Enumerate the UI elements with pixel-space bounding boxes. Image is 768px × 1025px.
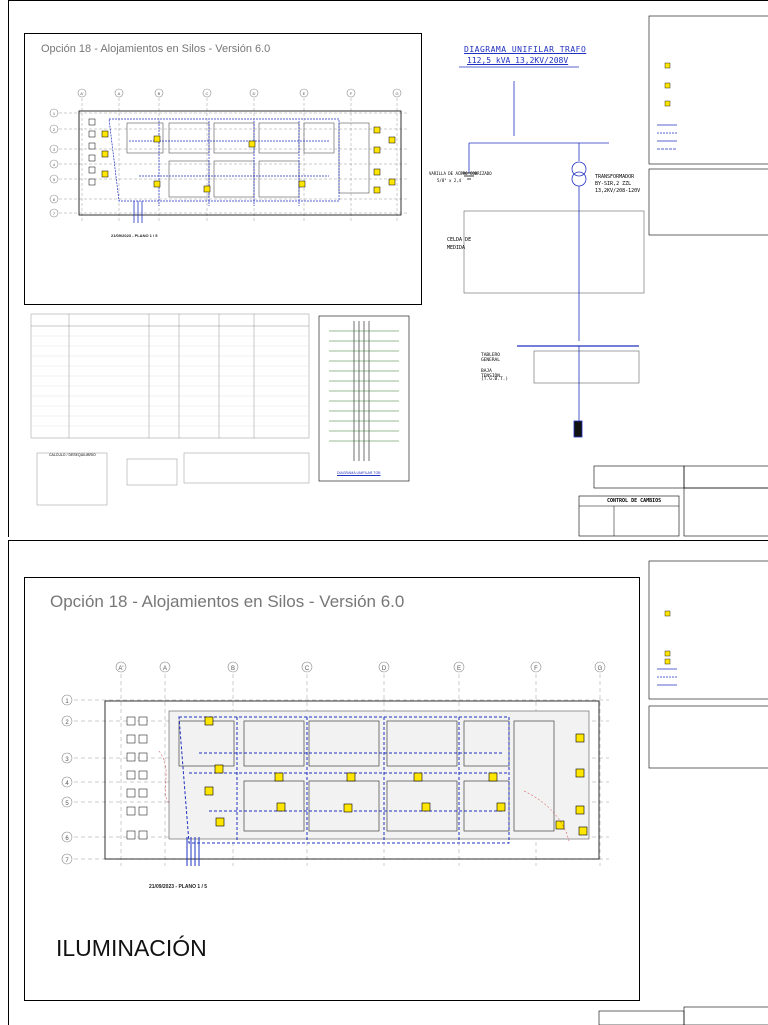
grid-row-label: 7	[65, 858, 69, 864]
grid-column-label: C	[305, 666, 310, 672]
diagram-subtitle: 112,5 kVA 13,2KV/208V	[467, 56, 569, 65]
grid-row-label: 1	[53, 111, 56, 116]
transformer-label: TRANSFORMADOR	[595, 174, 635, 180]
luminaires	[204, 716, 588, 836]
transformer-spec: BY-SIR,2 ZZL	[595, 181, 632, 187]
grid-column-label: G	[395, 91, 398, 96]
plan-title: Opción 18 - Alojamientos en Silos - Vers…	[50, 592, 405, 611]
summary-table	[36, 452, 108, 506]
section-title: ILUMINACIÓN	[56, 935, 207, 961]
grid-rows	[54, 112, 409, 214]
stair-symbols	[126, 716, 148, 840]
title-block	[598, 1006, 768, 1025]
grid-row-label: 6	[53, 197, 56, 202]
ground-rod-label: VARILLA DE ACERO COBRIZADO	[429, 171, 492, 176]
building-outline	[78, 110, 402, 216]
grid-row-bubbles	[49, 108, 59, 218]
transformer-spec-2: 13,2KV/208-120V	[595, 188, 641, 194]
sheet-1-drawing: A' A B C D E F G 1 2 3 4 5 6 7	[30, 15, 768, 537]
grid-column-label: F	[534, 666, 538, 672]
grid-row-label: 5	[65, 801, 69, 807]
grid-column-label: D	[253, 91, 256, 96]
grid-column-bubbles	[77, 88, 402, 98]
title-block	[593, 465, 768, 537]
grid-row-label: 5	[53, 177, 56, 182]
grid-columns	[81, 93, 398, 221]
tablero-label: TABLERO GENERAL	[481, 353, 500, 363]
legend-lines	[657, 124, 677, 150]
tgb-branches	[329, 330, 399, 442]
tablero-id: (T.G.B.T.)	[481, 377, 509, 382]
stair-symbols	[88, 118, 96, 186]
luminaires	[101, 126, 396, 194]
grid-row-bubbles	[61, 694, 73, 865]
grid-row-label: 1	[65, 699, 69, 705]
ground-rod-spec: 5/8" x 2,4	[437, 178, 462, 183]
grid-column-label: E	[303, 91, 306, 96]
load-table-rows	[31, 335, 309, 427]
sheet-2-drawing: A' A B C D E F G 1 2 3 4 5 6 7	[61, 560, 768, 1025]
grid-column-label: B	[158, 91, 161, 96]
sheet-2: Opción 18 - Alojamientos en Silos - Vers…	[8, 540, 768, 1025]
grid-column-bubbles	[115, 661, 606, 673]
grid-row-label: 3	[65, 757, 69, 763]
grid-column-label: F	[350, 91, 353, 96]
grid-column-label: A'	[80, 91, 84, 96]
unifilar-diagram	[459, 66, 645, 438]
celda-label: CELDA DE MEDIDA	[447, 237, 472, 251]
grid-column-label: D	[382, 666, 387, 672]
lighting-circuits	[178, 716, 510, 844]
plan-caption: 21/09/2023 - PLANO 1 / 5	[149, 884, 208, 890]
legend-table	[126, 458, 178, 486]
grid-column-label: B	[231, 666, 235, 672]
tgb-panel	[318, 315, 410, 482]
sheet-1: Opción 18 - Alojamientos en Silos - Vers…	[8, 0, 768, 537]
grid-row-label: 7	[53, 211, 56, 216]
symbol-legend	[648, 560, 768, 700]
control-table-title: CONTROL DE CAMBIOS	[607, 498, 662, 504]
lighting-circuits	[108, 118, 340, 206]
grid-row-label: 2	[53, 127, 56, 132]
notes-box	[648, 168, 768, 236]
grid-row-label: 6	[65, 836, 69, 842]
grid-column-label: A'	[118, 666, 123, 672]
plan-caption: 21/09/2023 - PLANO 1 / 5	[111, 233, 158, 238]
riser	[186, 837, 200, 866]
symbol-legend	[648, 15, 768, 165]
plan-title: Opción 18 - Alojamientos en Silos - Vers…	[41, 43, 271, 55]
legend-symbols	[664, 610, 671, 665]
load-table-caption: CALCULO / DESEQUILIBRIO	[49, 453, 96, 457]
grid-row-label: 2	[65, 720, 69, 726]
change-control-table	[578, 495, 680, 537]
grid-column-label: A	[118, 91, 121, 96]
room-walls	[126, 122, 370, 198]
ground-symbol	[461, 172, 477, 180]
grid-column-label: E	[457, 666, 461, 672]
tablero-sub: BAJA TENSIÓN	[481, 369, 500, 379]
grid-column-label: G	[598, 666, 603, 672]
grid-column-label: A	[163, 666, 167, 672]
diagram-title: DIAGRAMA UNIFILAR TRAFO	[464, 45, 587, 54]
balance-table	[183, 452, 310, 484]
building-outline	[104, 700, 600, 860]
red-dimension-lines	[158, 750, 570, 842]
notes-box	[648, 705, 768, 769]
grid-row-label: 4	[53, 162, 56, 167]
grid-column-label: C	[206, 91, 209, 96]
grid-row-label: 3	[53, 147, 56, 152]
legend-symbols	[664, 62, 671, 107]
unifilar-caption: DIAGRAMA UNIFILAR TGB	[337, 471, 381, 475]
riser	[133, 201, 143, 223]
legend-lines	[657, 668, 677, 686]
grid-row-label: 4	[65, 781, 69, 787]
